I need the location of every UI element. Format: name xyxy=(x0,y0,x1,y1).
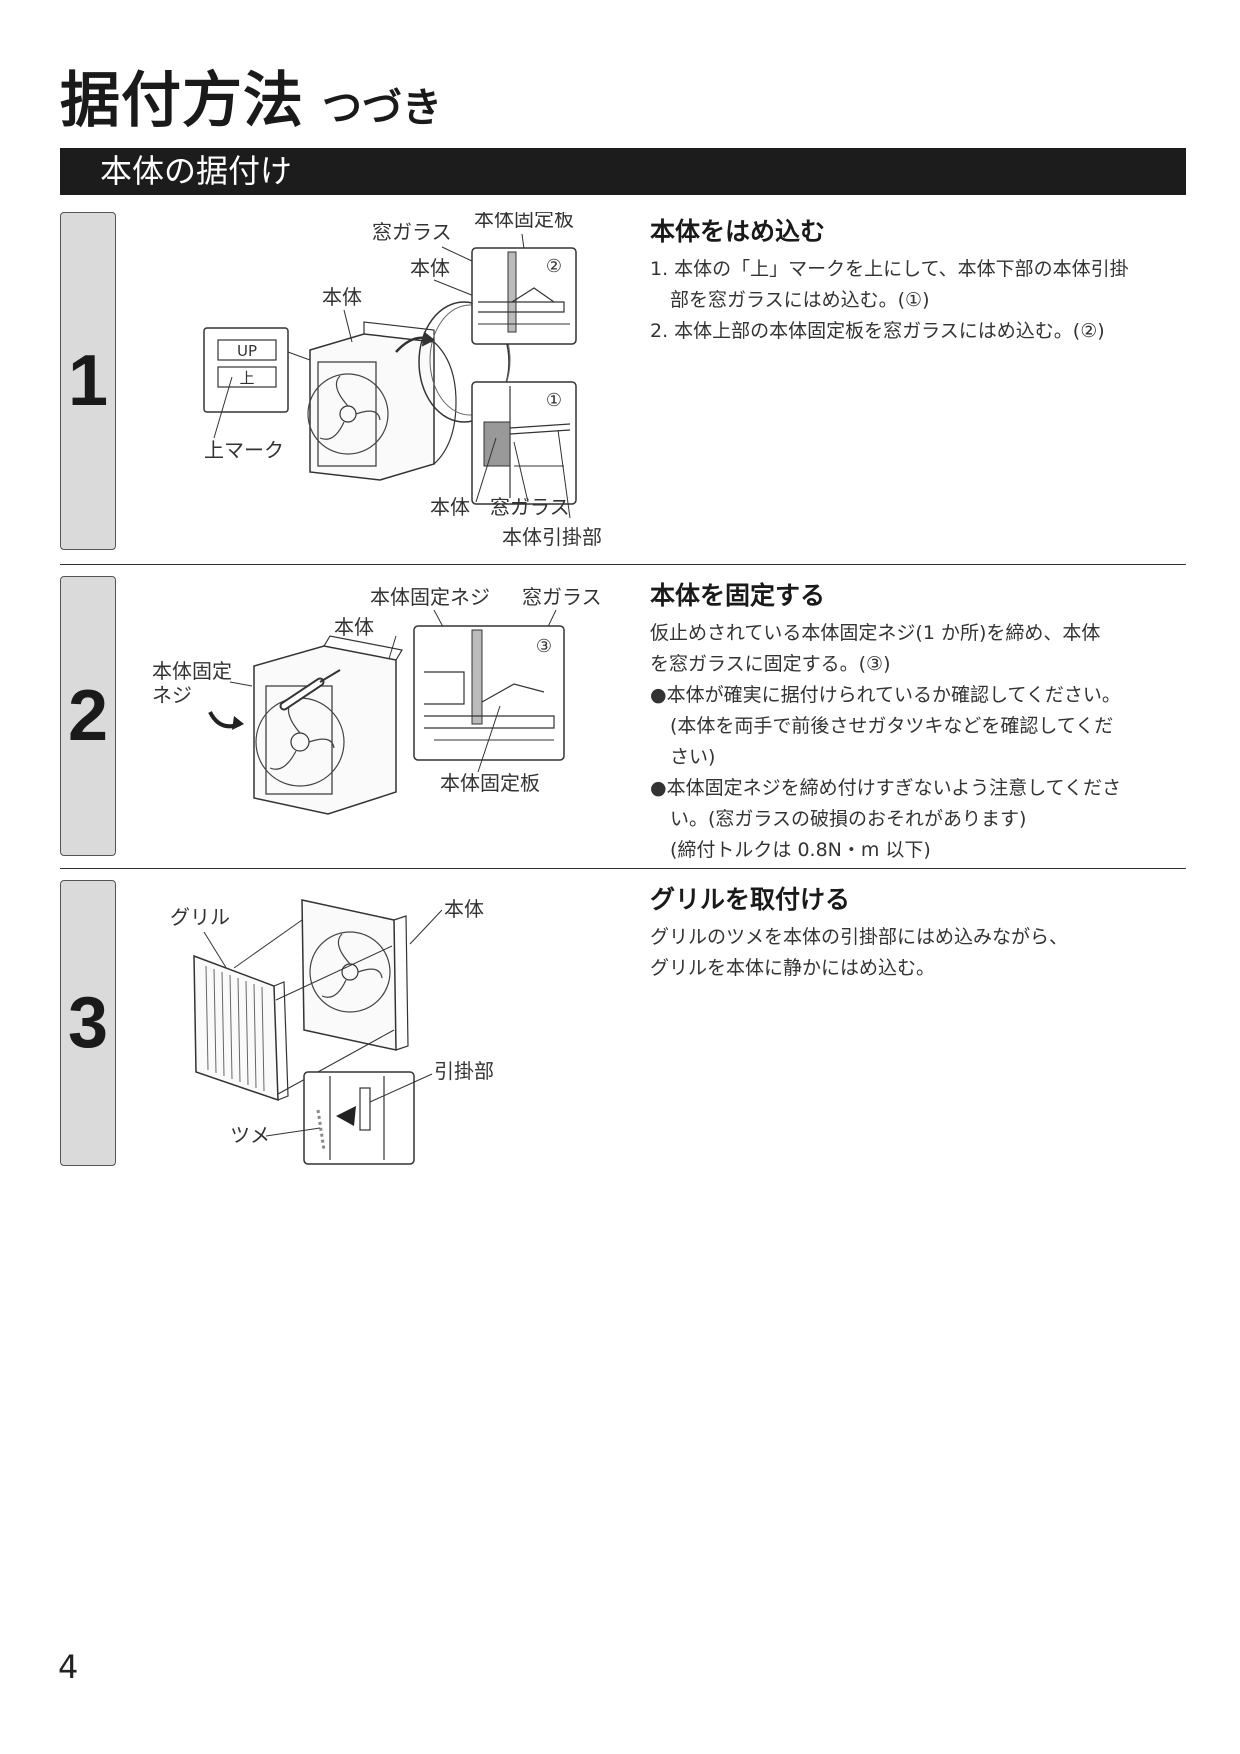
caution-line: (締付トルクは 0.8N・m 以下) xyxy=(670,839,931,861)
fan-body-drawing xyxy=(307,321,457,481)
detail-box-hook xyxy=(303,1071,415,1165)
screwdriver-drawing xyxy=(279,669,341,711)
step-2: 2 本体固定ネジ 窓ガラス 本体 本体固定 ネジ xyxy=(60,576,1186,861)
circle-3-label: ③ xyxy=(536,636,552,657)
fan-body-drawing xyxy=(301,899,409,1051)
step-1: 1 UP 上 上マーク 本体 xyxy=(60,207,1186,550)
step-number: 1 xyxy=(60,212,116,550)
step-1-figure: UP 上 上マーク 本体 xyxy=(134,207,634,556)
step-1-illustration: UP 上 上マーク 本体 xyxy=(203,207,602,549)
fan-body-drawing xyxy=(253,635,403,815)
step-2-illustration: 本体固定ネジ 窓ガラス 本体 本体固定 ネジ xyxy=(152,585,602,815)
detail-box-1 xyxy=(471,381,577,505)
instruction-line: を窓ガラスに固定する。(③) xyxy=(650,653,891,675)
body-mid-label: 本体 xyxy=(410,256,450,280)
hook-part-label: 引掛部 xyxy=(434,1059,494,1083)
step-3-figure: グリル xyxy=(134,880,634,1174)
step-divider xyxy=(60,564,1186,565)
circle-2-label: ② xyxy=(546,256,562,277)
step-2-figure: 本体固定ネジ 窓ガラス 本体 本体固定 ネジ xyxy=(134,576,634,860)
page-title: 据付方法 xyxy=(60,66,304,136)
detail-box-2 xyxy=(471,247,577,345)
step-3: 3 グリル xyxy=(60,880,1186,1166)
detail-box-3 xyxy=(413,625,565,761)
caution-line: (本体を両手で前後させガタツキなどを確認してくだ xyxy=(670,715,1114,737)
window-glass-bottom-label: 窓ガラス xyxy=(490,495,570,519)
grille-label: グリル xyxy=(170,905,230,929)
up-mark-label: 上マーク xyxy=(204,438,284,462)
grille-drawing xyxy=(193,954,289,1102)
hook-part-label: 本体引掛部 xyxy=(502,525,602,549)
fixing-plate-label: 本体固定板 xyxy=(440,771,540,795)
window-ring-drawing xyxy=(395,301,511,423)
fixing-screw-left-label-1: 本体固定 xyxy=(152,659,232,683)
step-3-text: グリルを取付ける グリルのツメを本体の引掛部にはめ込みながら、 グリルを本体に静… xyxy=(650,880,1190,984)
step-1-text: 本体をはめ込む 1. 本体の「上」マークを上にして、本体下部の本体引掛 部を窓ガ… xyxy=(650,212,1190,347)
section-heading: 本体の据付け xyxy=(60,148,1186,195)
step-2-text: 本体を固定する 仮止めされている本体固定ネジ(1 か所)を締め、本体 を窓ガラス… xyxy=(650,576,1190,866)
caution-line: さい) xyxy=(670,746,716,768)
instruction-line: 仮止めされている本体固定ネジ(1 か所)を締め、本体 xyxy=(650,622,1101,644)
body-bottom-label: 本体 xyxy=(430,495,470,519)
instruction-line: グリルを本体に静かにはめ込む。 xyxy=(650,957,936,979)
page-number: 4 xyxy=(58,1648,79,1686)
window-glass-top-label: 窓ガラス xyxy=(372,220,452,244)
instruction-line: 1. 本体の「上」マークを上にして、本体下部の本体引掛 xyxy=(650,258,1129,280)
step-number: 3 xyxy=(60,880,116,1166)
caution-line: い。(窓ガラスの破損のおそれがあります) xyxy=(670,808,1027,830)
up-mark-en: UP xyxy=(237,342,257,360)
step-heading: 本体を固定する xyxy=(650,581,826,610)
fixing-screw-left-label-2: ネジ xyxy=(152,683,192,707)
page-title-suffix: つづき xyxy=(322,85,442,131)
step-number: 2 xyxy=(60,576,116,856)
step-heading: グリルを取付ける xyxy=(650,885,851,914)
caution-line: ●本体固定ネジを締め付けすぎないよう注意してくださ xyxy=(650,777,1122,799)
page-title-group: 据付方法 つづき xyxy=(60,52,442,136)
step-divider xyxy=(60,868,1186,869)
instruction-line: 2. 本体上部の本体固定板を窓ガラスにはめ込む。(②) xyxy=(650,320,1105,342)
body-label: 本体 xyxy=(444,897,484,921)
body-left-label: 本体 xyxy=(322,285,362,309)
circle-1-label: ① xyxy=(546,390,562,411)
window-glass-label: 窓ガラス xyxy=(522,585,602,609)
instruction-line: 部を窓ガラスにはめ込む。(①) xyxy=(670,289,930,311)
step-heading: 本体をはめ込む xyxy=(650,217,826,246)
fixing-screw-top-label: 本体固定ネジ xyxy=(370,585,490,609)
claw-label: ツメ xyxy=(230,1123,270,1147)
body-label: 本体 xyxy=(334,615,374,639)
caution-line: ●本体が確実に据付けられているか確認してください。 xyxy=(650,684,1121,706)
up-mark-jp: 上 xyxy=(239,369,254,387)
instruction-line: グリルのツメを本体の引掛部にはめ込みながら、 xyxy=(650,926,1069,948)
fixing-plate-label: 本体固定板 xyxy=(474,212,574,231)
step-3-illustration: グリル xyxy=(170,897,494,1165)
